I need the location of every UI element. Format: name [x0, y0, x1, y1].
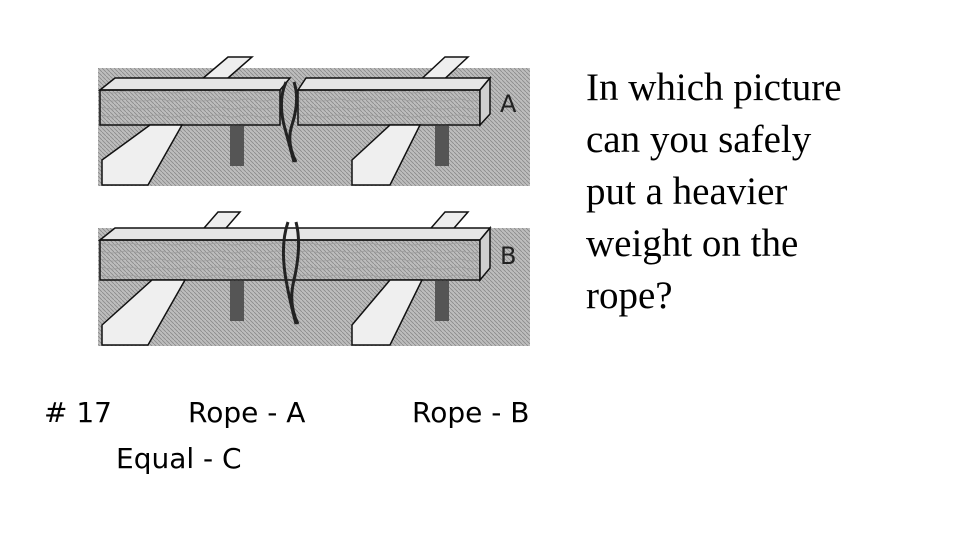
question-number: # 17: [44, 396, 112, 430]
option-a[interactable]: Rope - A: [188, 396, 305, 430]
question-line: In which picture: [586, 62, 946, 114]
panel-b-beam-face: [100, 240, 480, 280]
panel-a: A: [98, 57, 530, 186]
panel-b: B: [98, 212, 530, 346]
panel-a-beam-left: [100, 78, 290, 90]
panel-a-shadow-left: [230, 126, 244, 166]
question-line: weight on the: [586, 218, 946, 270]
question-text: In which picture can you safely put a he…: [586, 62, 946, 322]
panel-b-shadow-right: [435, 281, 449, 321]
panel-a-beam-right: [298, 78, 490, 90]
panel-a-beam-right-face: [298, 90, 480, 125]
panel-a-beam-left-face: [100, 90, 280, 125]
panel-b-shadow-left: [230, 281, 244, 321]
question-line: can you safely: [586, 114, 946, 166]
panel-a-shadow-right: [435, 126, 449, 166]
panel-b-label: B: [500, 242, 516, 270]
panel-b-beam-top: [100, 228, 490, 240]
rope-illustration: A B: [90, 40, 540, 360]
question-line: rope?: [586, 270, 946, 322]
option-b[interactable]: Rope - B: [412, 396, 529, 430]
panel-a-label: A: [500, 90, 517, 118]
question-line: put a heavier: [586, 166, 946, 218]
option-c[interactable]: Equal - C: [116, 442, 242, 476]
